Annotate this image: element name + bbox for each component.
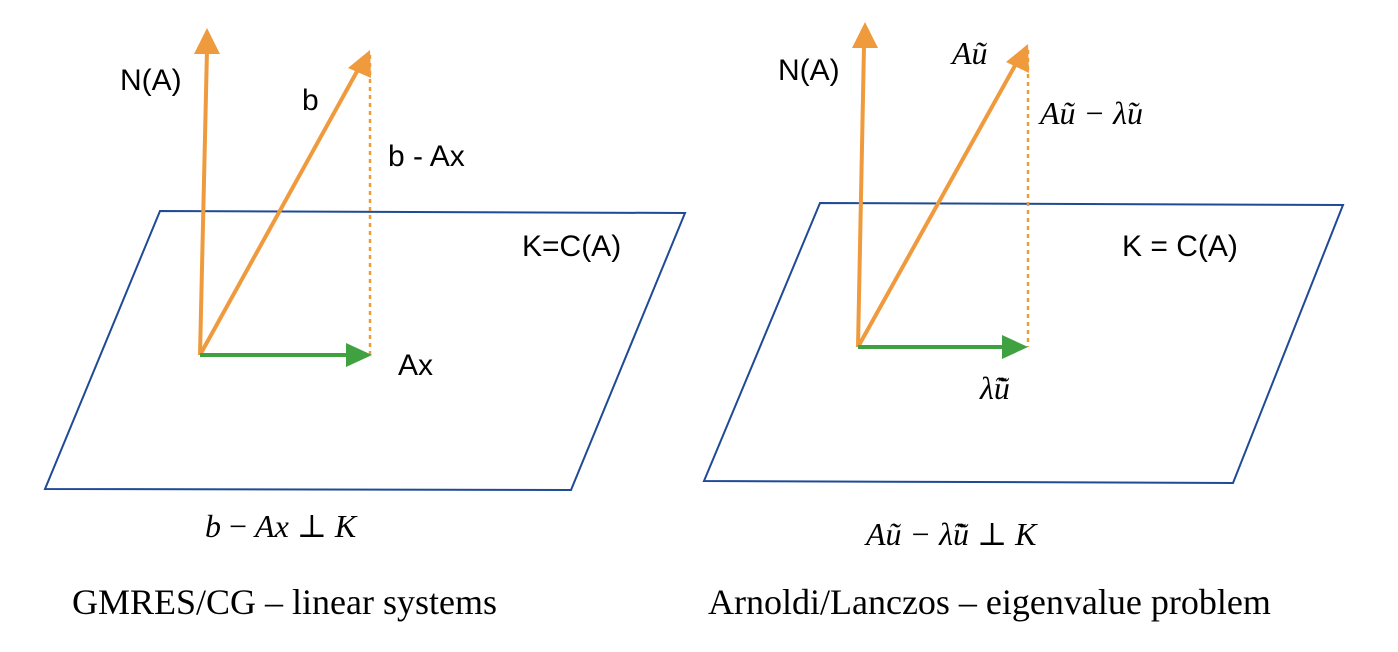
left-b-vector xyxy=(198,65,362,356)
right-residual-label: Aũ − λ̃u xyxy=(1038,95,1143,131)
right-null-space-label: N(A) xyxy=(778,54,840,87)
right-au-label: Aũ xyxy=(950,35,988,71)
left-null-space-label: N(A) xyxy=(120,64,182,97)
right-null-space-arrowhead xyxy=(852,22,878,48)
left-orthogonality-condition: b − Ax ⊥ K xyxy=(205,508,358,544)
right-au-vector xyxy=(856,61,1019,348)
left-projection-label: Ax xyxy=(398,349,433,382)
left-subspace-label: K=C(A) xyxy=(522,230,621,263)
right-panel: N(A) Aũ Aũ − λ̃u K = C(A) λ̃ũ Aũ − λ̃ũ ⊥… xyxy=(702,22,1345,622)
right-au-arrowhead xyxy=(1006,44,1029,73)
right-null-space-vector xyxy=(856,45,866,348)
right-caption: Arnoldi/Lanczos – eigenvalue problem xyxy=(708,582,1271,622)
right-subspace-plane xyxy=(702,201,1345,485)
left-caption: GMRES/CG – linear systems xyxy=(72,582,497,622)
left-ax-arrowhead xyxy=(346,343,372,367)
right-lambda-u-arrowhead xyxy=(1002,335,1028,359)
left-b-label: b xyxy=(302,84,319,117)
left-subspace-plane xyxy=(43,209,687,492)
left-residual-label: b - Ax xyxy=(388,140,465,173)
right-orthogonality-condition: Aũ − λ̃ũ ⊥ K xyxy=(864,516,1038,552)
right-subspace-label: K = C(A) xyxy=(1122,230,1238,263)
left-null-space-vector xyxy=(198,49,209,356)
left-null-space-arrowhead xyxy=(194,28,220,54)
right-projection-label: λ̃ũ xyxy=(979,370,1010,406)
left-panel: N(A) b b - Ax K=C(A) Ax b − Ax ⊥ K GMRES… xyxy=(43,28,687,622)
left-b-arrowhead xyxy=(348,50,371,78)
